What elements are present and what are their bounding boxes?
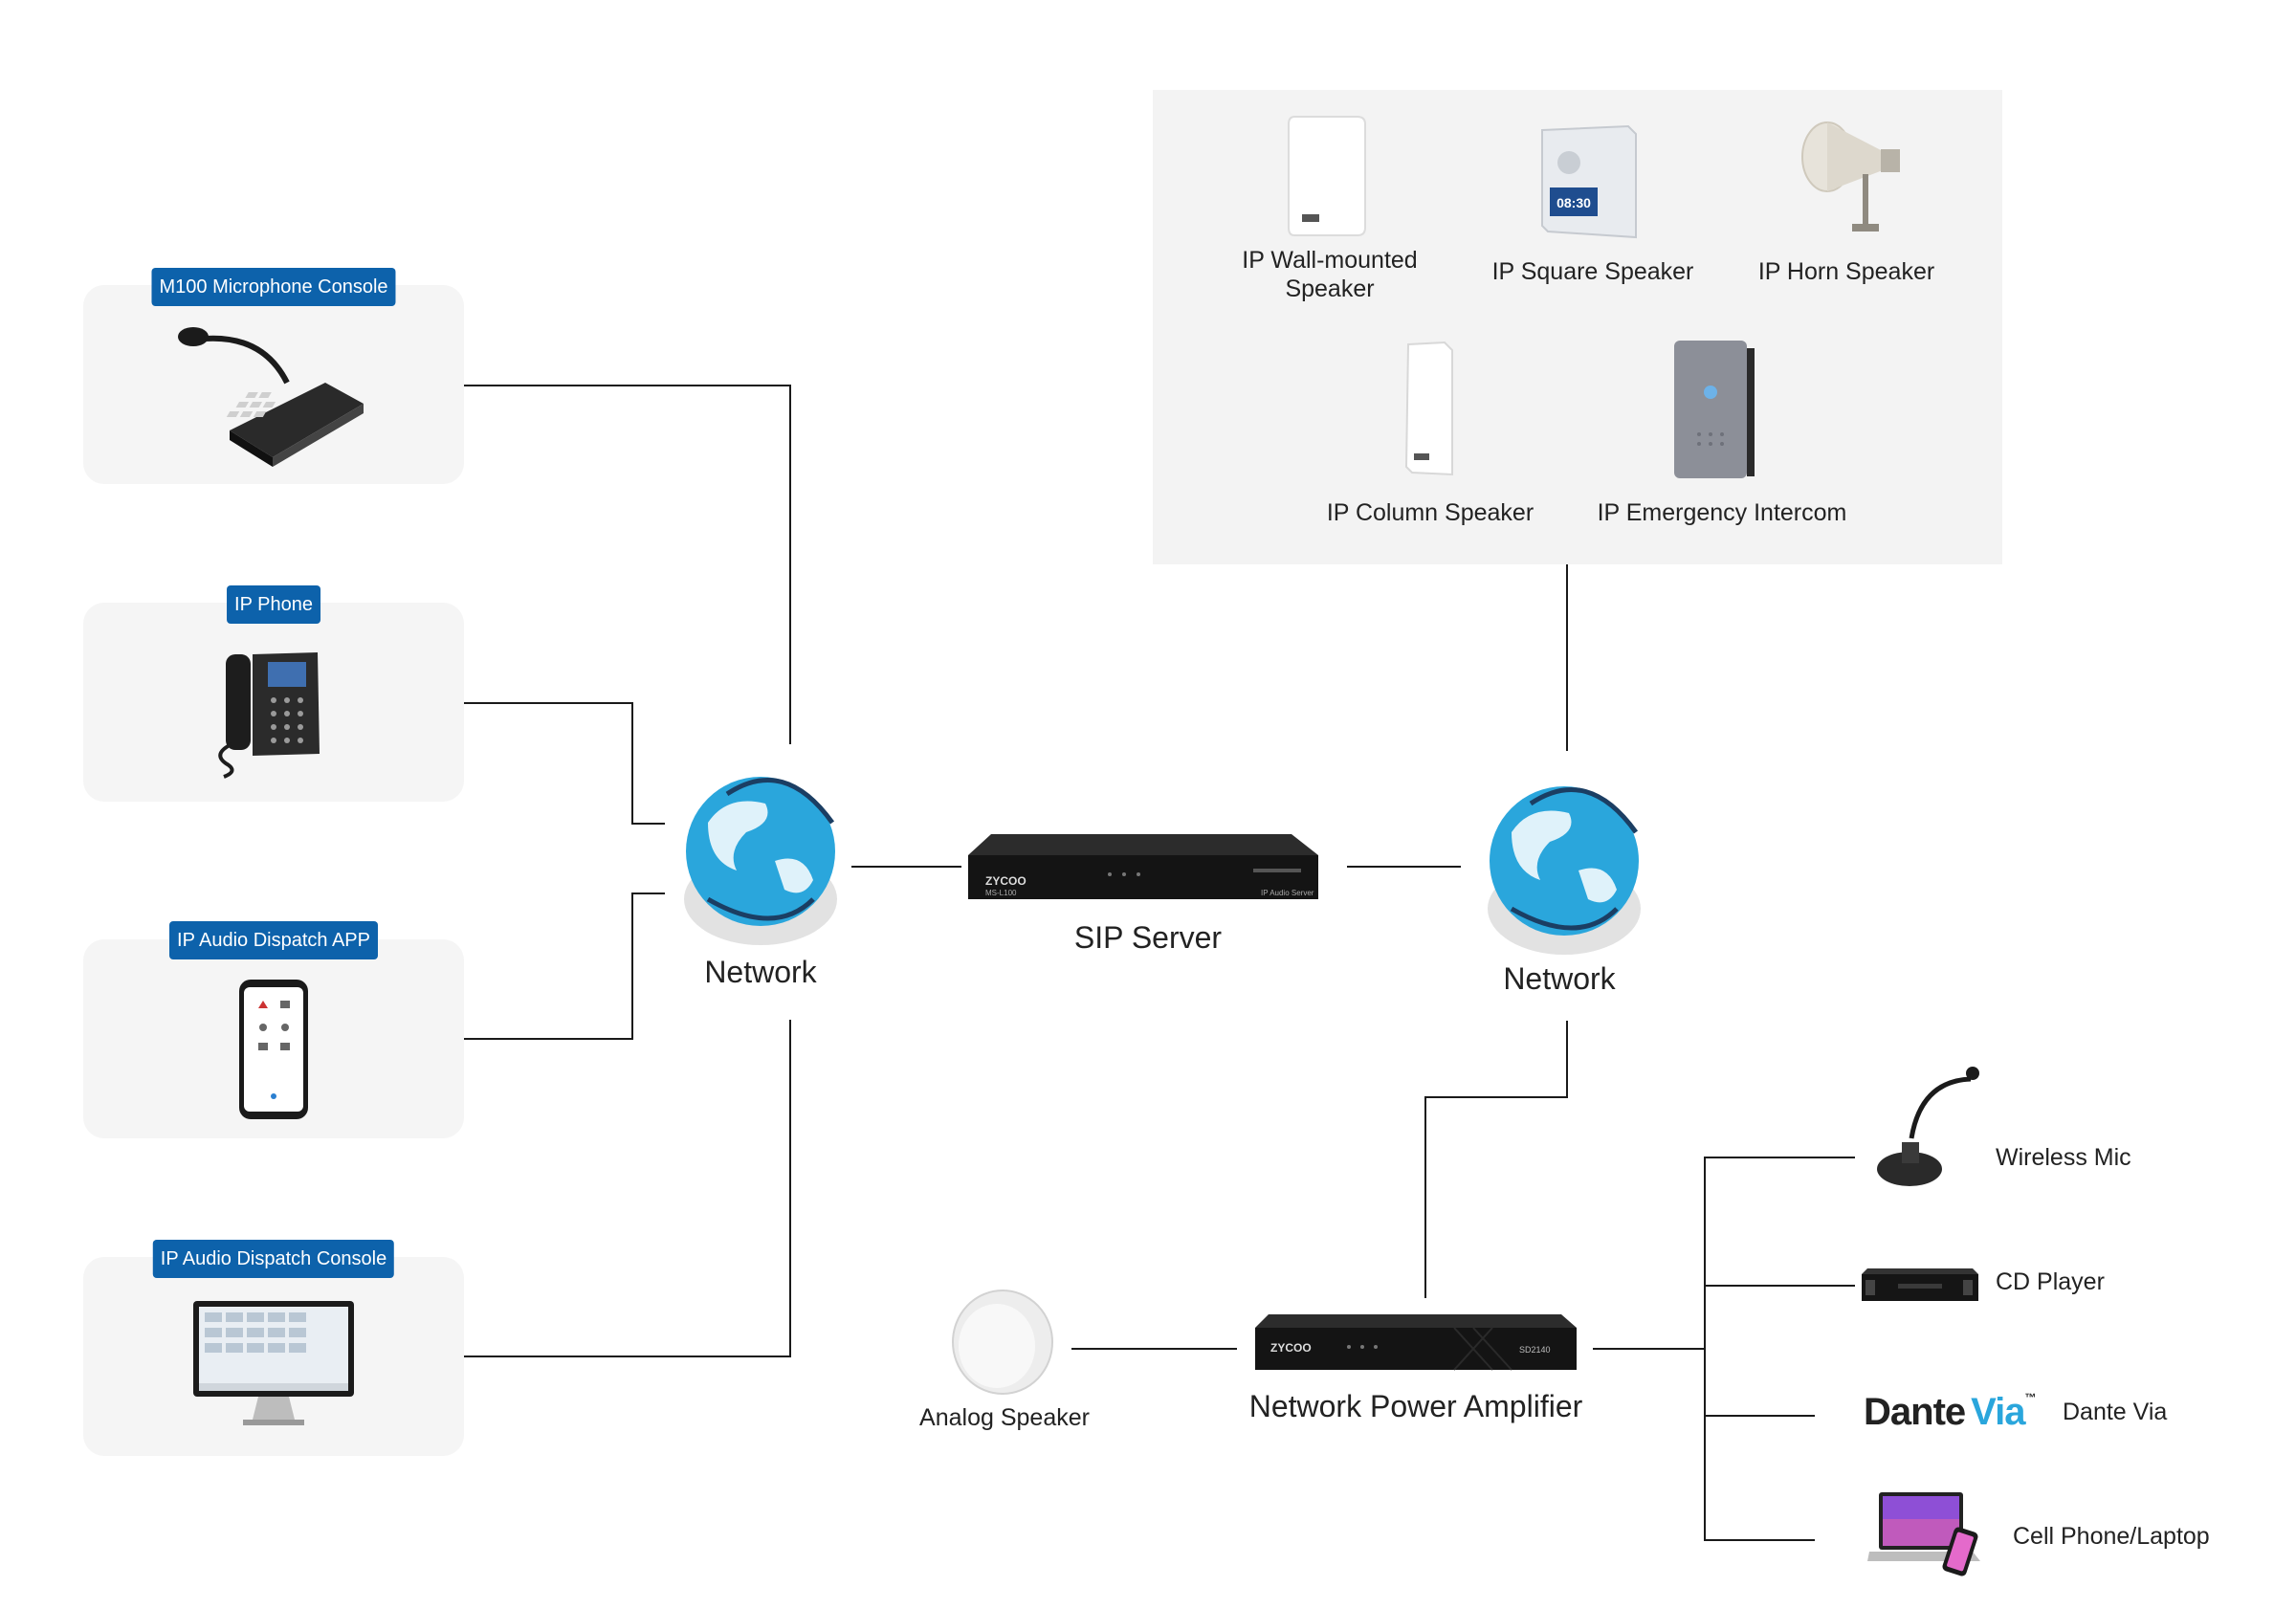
- network-label-right: Network: [1503, 961, 1616, 996]
- sip-server-icon: [968, 834, 1318, 899]
- tag-dispatch-console: IP Audio Dispatch Console: [152, 1240, 395, 1278]
- line-dispatch-to-network: [464, 1020, 791, 1357]
- analog-speaker-label: Analog Speaker: [919, 1404, 1090, 1431]
- column-speaker-icon: [1404, 341, 1453, 476]
- column-speaker-label: IP Column Speaker: [1326, 499, 1534, 526]
- microphone-console-icon: [178, 327, 364, 467]
- cd-player-label: CD Player: [1996, 1268, 2105, 1295]
- cell-laptop-label: Cell Phone/Laptop: [2013, 1523, 2210, 1550]
- sip-server-caption: IP Audio Server: [1261, 889, 1314, 897]
- via-logo-text: Via: [1971, 1391, 2025, 1433]
- ceiling-speaker-icon: [952, 1289, 1053, 1395]
- amplifier-brand: ZYCOO: [1270, 1341, 1312, 1355]
- tag-ip-phone: IP Phone: [227, 585, 320, 624]
- line-app-to-network: [464, 893, 665, 1040]
- horn-speaker-icon: [1801, 121, 1900, 231]
- line-input-bus: [1704, 1157, 1855, 1541]
- wireless-mic-label: Wireless Mic: [1996, 1144, 2131, 1171]
- line-network-to-amplifier: [1424, 1021, 1568, 1298]
- network-label-left: Network: [704, 955, 817, 989]
- sip-server-brand: ZYCOO: [985, 874, 1027, 888]
- square-speaker-display: 08:30: [1556, 195, 1591, 210]
- wall-speaker-icon: [1288, 116, 1366, 236]
- ip-phone-icon: [218, 652, 320, 779]
- dante-via-label: Dante Via: [2063, 1399, 2168, 1425]
- sip-server-model: MS-L100: [985, 889, 1017, 897]
- amplifier-label: Network Power Amplifier: [1248, 1389, 1583, 1423]
- square-speaker-label: IP Square Speaker: [1491, 258, 1694, 285]
- smartphone-app-icon: [239, 980, 308, 1119]
- emergency-intercom-label: IP Emergency Intercom: [1597, 499, 1847, 526]
- tag-microphone-console: M100 Microphone Console: [151, 268, 396, 306]
- globe-network-icon-right: [1488, 786, 1641, 955]
- line-phone-to-network: [464, 702, 665, 825]
- gooseneck-mic-icon: [1877, 1067, 1979, 1186]
- horn-speaker-label: IP Horn Speaker: [1757, 258, 1935, 285]
- laptop-phone-icon: [1867, 1492, 1980, 1576]
- dante-tm: ™: [2024, 1391, 2036, 1404]
- globe-network-icon-left: [684, 777, 837, 945]
- emergency-intercom-icon: [1674, 341, 1755, 478]
- monitor-console-icon: [193, 1301, 354, 1425]
- wall-speaker-label: IP Wall-mounted Speaker: [1242, 247, 1418, 302]
- sip-server-label: SIP Server: [1073, 920, 1223, 955]
- cd-player-icon: [1862, 1268, 1978, 1301]
- tag-dispatch-app: IP Audio Dispatch APP: [169, 921, 378, 959]
- dante-logo-text: Dante: [1864, 1391, 1966, 1433]
- square-speaker-icon: 08:30: [1541, 124, 1637, 239]
- amplifier-icon: [1255, 1314, 1577, 1371]
- amplifier-model: SD2140: [1519, 1345, 1551, 1355]
- line-console-to-network: [464, 385, 791, 744]
